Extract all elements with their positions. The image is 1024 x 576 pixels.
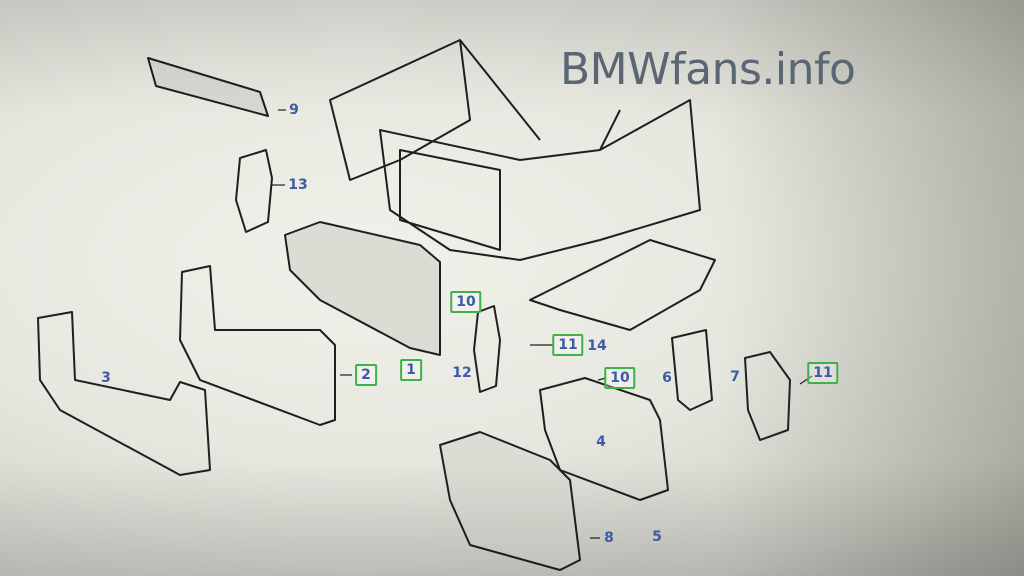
- callout-7: 7: [730, 369, 740, 385]
- part-7-bracket: [744, 351, 791, 441]
- callout-3: 3: [101, 370, 111, 386]
- callout-8: 8: [604, 530, 614, 546]
- watermark: BMWfans.info: [560, 44, 856, 95]
- part-6-plate: [671, 329, 713, 411]
- part-1-air-duct: [284, 221, 441, 356]
- callout-2[interactable]: 2: [355, 364, 377, 386]
- callout-6: 6: [662, 370, 672, 386]
- part-13-bracket: [235, 149, 273, 233]
- callout-11[interactable]: 11: [552, 334, 584, 356]
- part-9-panel: [147, 57, 269, 117]
- callout-13: 13: [288, 177, 308, 193]
- callout-1[interactable]: 1: [400, 359, 422, 381]
- callout-10-b[interactable]: 10: [604, 367, 636, 389]
- callout-5: 5: [652, 529, 662, 545]
- callout-14: 14: [587, 338, 607, 354]
- part-8-duct: [439, 431, 581, 571]
- part-2-bracket: [179, 265, 336, 426]
- part-12-bracket: [473, 305, 501, 393]
- part-front-frame: [329, 39, 701, 261]
- part-4-frame: [539, 377, 669, 501]
- callout-11-b[interactable]: 11: [807, 362, 839, 384]
- callout-10[interactable]: 10: [450, 291, 482, 313]
- callout-12: 12: [452, 365, 472, 381]
- callout-4: 4: [596, 434, 606, 450]
- callout-9: 9: [289, 102, 299, 118]
- part-14-plate: [529, 239, 716, 331]
- part-3-bracket: [37, 311, 211, 476]
